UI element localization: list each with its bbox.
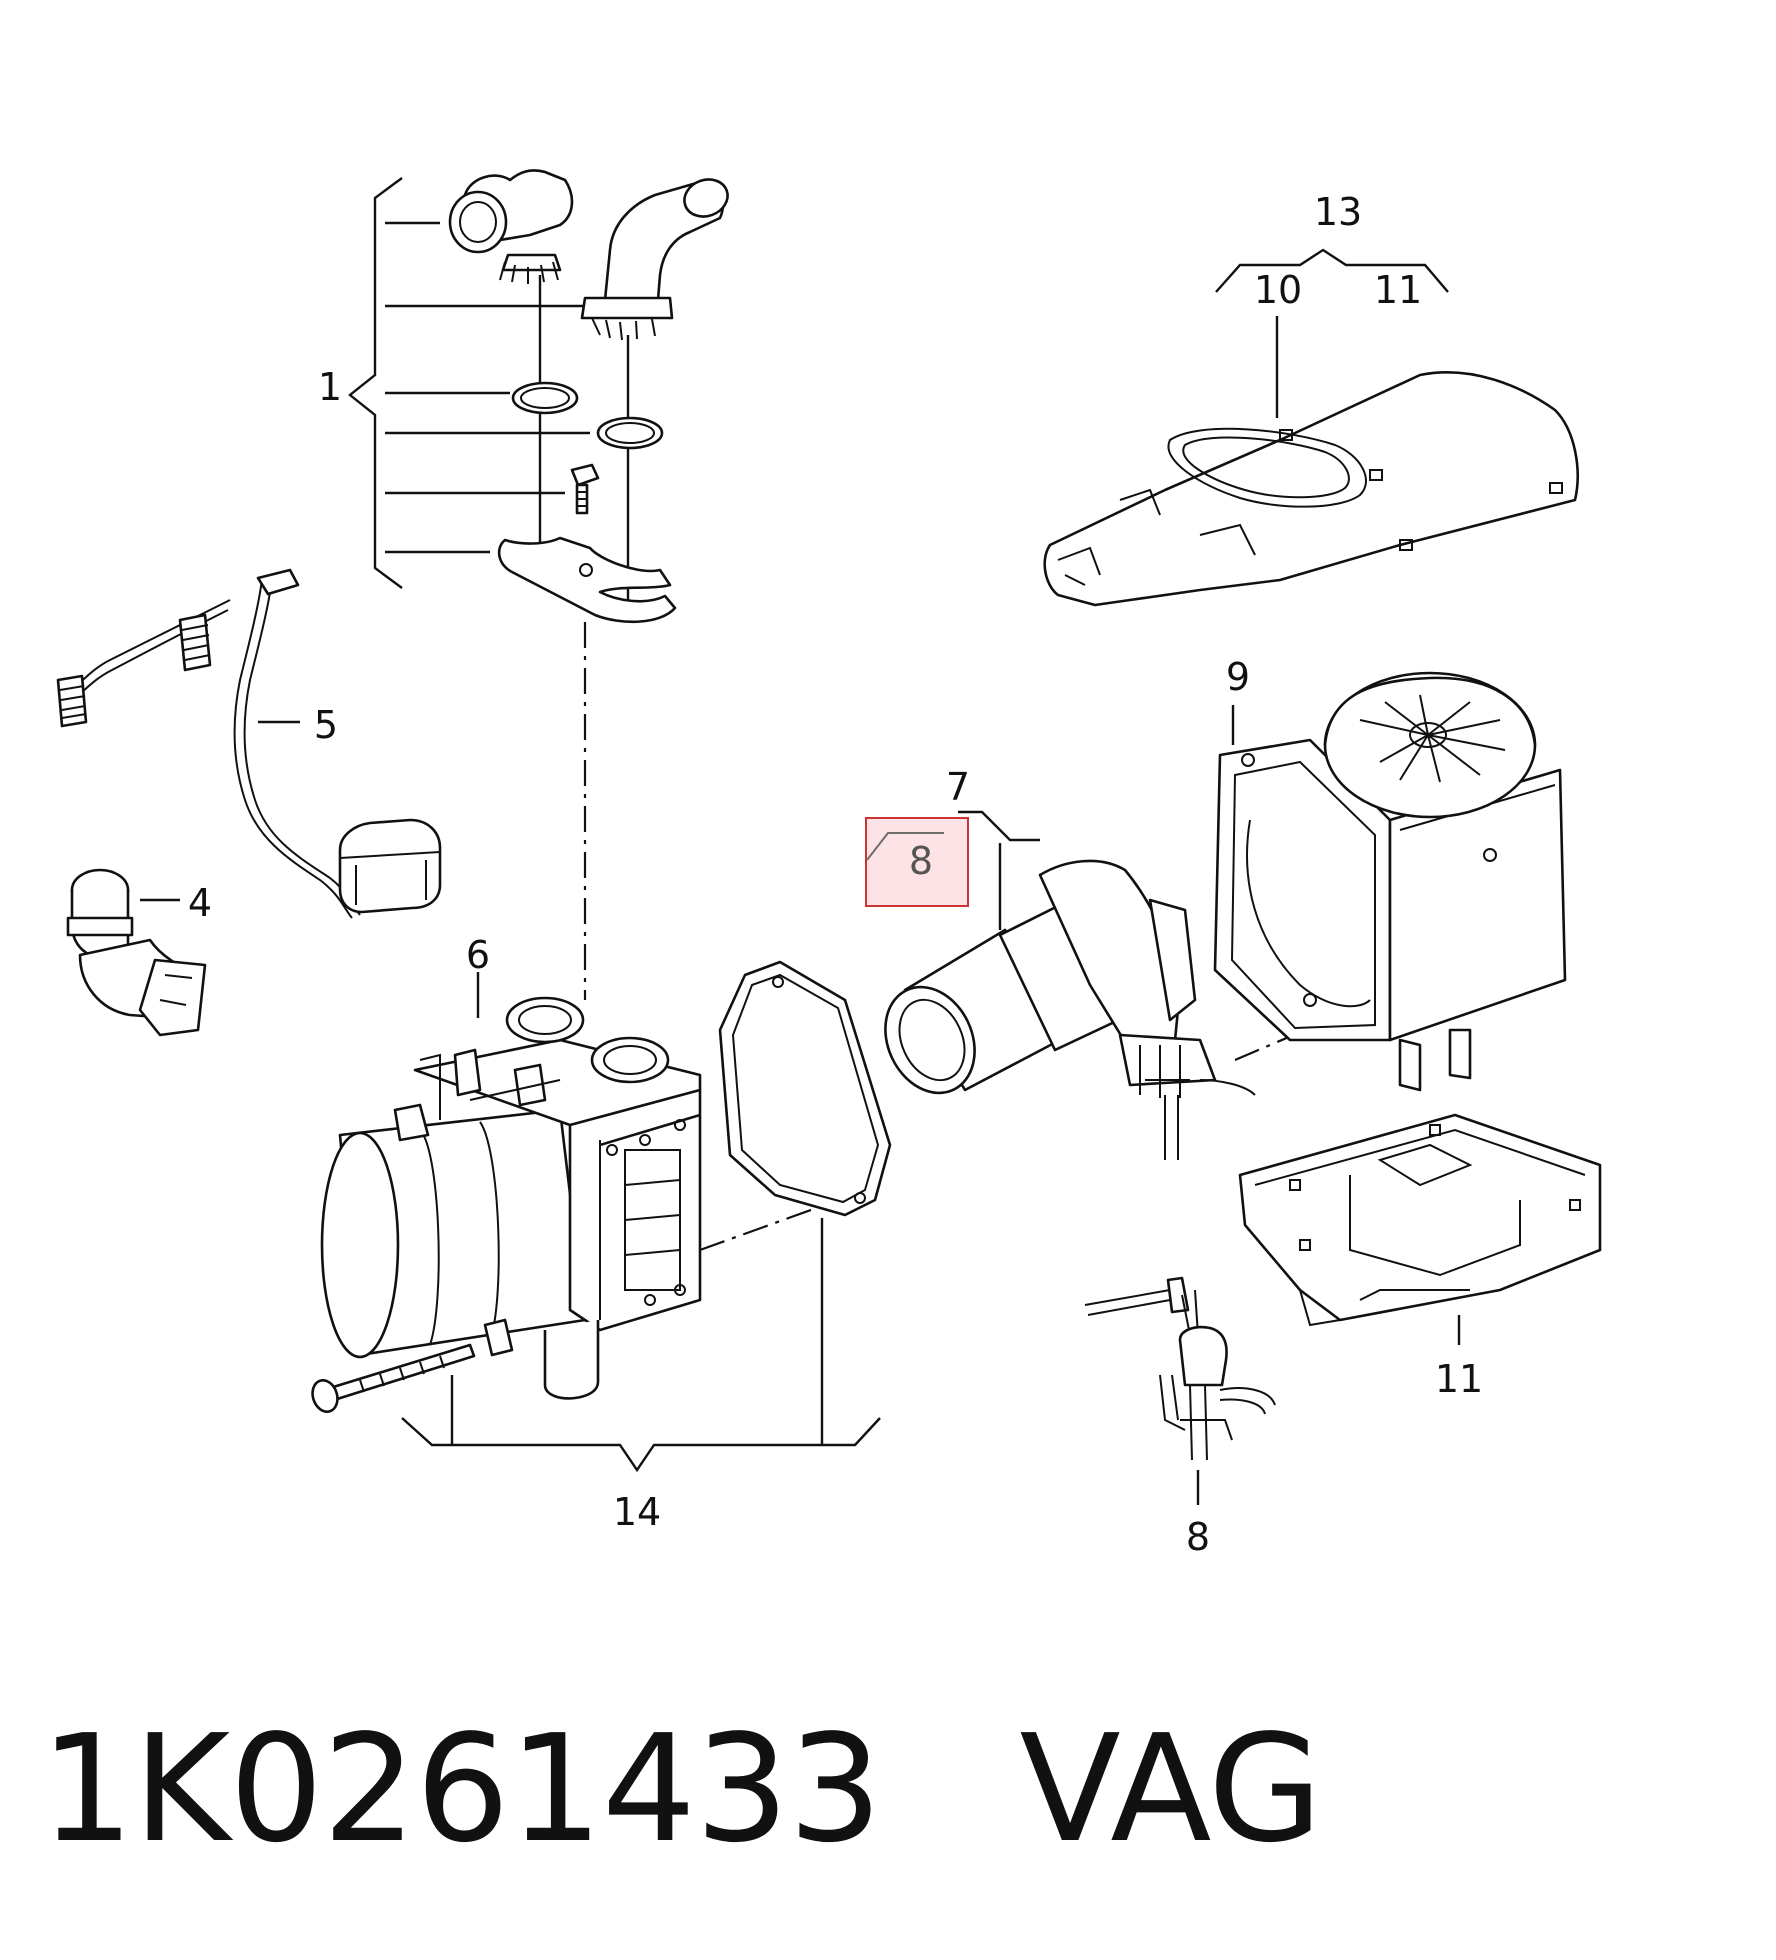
callout-13: 13 [1314, 190, 1362, 234]
callout-11-top: 11 [1374, 268, 1422, 312]
part-14-gasket [718, 960, 892, 1217]
callout-7: 7 [946, 765, 970, 809]
callout-14: 14 [613, 1490, 661, 1534]
bracket-13 [1215, 248, 1449, 293]
part-6-heater-unit [311, 972, 881, 1413]
part-9-blower [1213, 671, 1567, 1092]
callout-1: 1 [318, 365, 342, 409]
callout-4: 4 [188, 881, 212, 925]
part-number: 1K0261433 [40, 1703, 882, 1875]
part-8-fitting [1084, 1276, 1276, 1505]
bracket-14 [401, 1417, 881, 1473]
callout-5: 5 [314, 703, 338, 747]
part-10-cover [1043, 316, 1579, 607]
part-group-1-coolant-connectors [348, 169, 729, 624]
part-5-wiring-harness [56, 568, 442, 919]
callout-8-lower: 8 [1186, 1515, 1210, 1559]
part-number-caption: 1K0261433 VAG [40, 1715, 1323, 1863]
callout-10: 10 [1254, 268, 1302, 312]
callout-9: 9 [1226, 655, 1250, 699]
part-11-bottom-housing [1238, 1113, 1602, 1345]
brand-name: VAG [1019, 1703, 1323, 1875]
highlight-callout-8 [865, 817, 969, 907]
callout-11-bottom: 11 [1435, 1357, 1483, 1401]
callout-8-highlighted: 8 [909, 839, 933, 883]
part-4-hose-connector [66, 868, 207, 1037]
callout-6: 6 [466, 933, 490, 977]
part-7-combustion-tube [884, 810, 1256, 1160]
